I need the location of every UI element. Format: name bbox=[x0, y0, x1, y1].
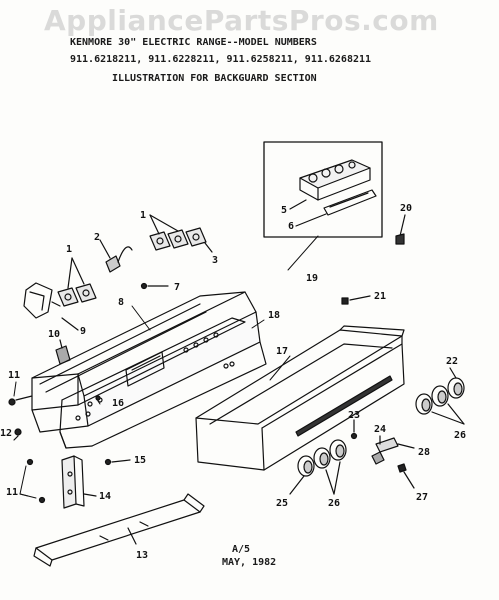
callout-20: 20 bbox=[400, 203, 412, 214]
screw-7 bbox=[140, 282, 169, 290]
callout-2: 2 bbox=[94, 232, 100, 243]
callout-10: 10 bbox=[48, 329, 60, 340]
header-title: KENMORE 30" ELECTRIC RANGE--MODEL NUMBER… bbox=[70, 37, 317, 48]
callout-26b: 26 bbox=[328, 498, 340, 509]
callout-11b: 11 bbox=[6, 487, 18, 498]
callout-labels: 1 1 2 3 5 6 7 8 9 10 11 11 12 13 14 15 1… bbox=[0, 203, 466, 561]
rotary-switches-lower bbox=[23, 257, 97, 331]
callout-18: 18 bbox=[268, 310, 280, 321]
callout-24: 24 bbox=[374, 424, 386, 435]
control-glass-17 bbox=[195, 325, 405, 471]
callout-19: 19 bbox=[306, 273, 318, 284]
callout-28: 28 bbox=[418, 447, 430, 458]
callout-15: 15 bbox=[134, 455, 146, 466]
callout-1a: 1 bbox=[140, 210, 146, 221]
screws-15-16 bbox=[95, 395, 131, 466]
callout-25: 25 bbox=[276, 498, 288, 509]
footer-code: A/5 bbox=[232, 544, 251, 555]
callout-22: 22 bbox=[446, 356, 458, 367]
callout-23: 23 bbox=[348, 410, 360, 421]
callout-6: 6 bbox=[288, 221, 294, 232]
callout-16: 16 bbox=[112, 398, 124, 409]
knobs-upper-right bbox=[415, 367, 465, 425]
callout-14: 14 bbox=[99, 491, 111, 502]
header-subtitle: ILLUSTRATION FOR BACKGUARD SECTION bbox=[112, 73, 317, 84]
callout-7: 7 bbox=[174, 282, 180, 293]
callout-1b: 1 bbox=[66, 244, 72, 255]
callout-27: 27 bbox=[416, 492, 428, 503]
callout-26a: 26 bbox=[454, 430, 466, 441]
callout-21: 21 bbox=[374, 291, 386, 302]
callout-3: 3 bbox=[212, 255, 218, 266]
callout-5: 5 bbox=[281, 205, 287, 216]
rotary-switches-upper bbox=[149, 214, 213, 253]
screws-11-12 bbox=[8, 395, 46, 504]
watermark: AppliancePartsPros.com bbox=[44, 4, 439, 37]
callout-11a: 11 bbox=[8, 370, 20, 381]
part-2-fitting bbox=[99, 239, 133, 273]
footer-date: MAY, 1982 bbox=[222, 557, 277, 568]
callout-12: 12 bbox=[0, 428, 12, 439]
callout-9: 9 bbox=[80, 326, 86, 337]
screw-20 bbox=[395, 214, 406, 245]
backguard-panel bbox=[31, 291, 267, 449]
callout-13: 13 bbox=[136, 550, 148, 561]
screw-21 bbox=[341, 295, 371, 305]
leader-lines bbox=[13, 235, 319, 499]
callout-17: 17 bbox=[276, 346, 288, 357]
callout-8: 8 bbox=[118, 297, 124, 308]
clock-inset-box bbox=[263, 141, 383, 238]
knobs-lower bbox=[289, 439, 347, 495]
header-model-numbers: 911.6218211, 911.6228211, 911.6258211, 9… bbox=[70, 54, 372, 65]
switch-assembly-24-28 bbox=[350, 419, 415, 489]
bracket-14 bbox=[61, 455, 97, 509]
trim-13 bbox=[33, 493, 205, 567]
